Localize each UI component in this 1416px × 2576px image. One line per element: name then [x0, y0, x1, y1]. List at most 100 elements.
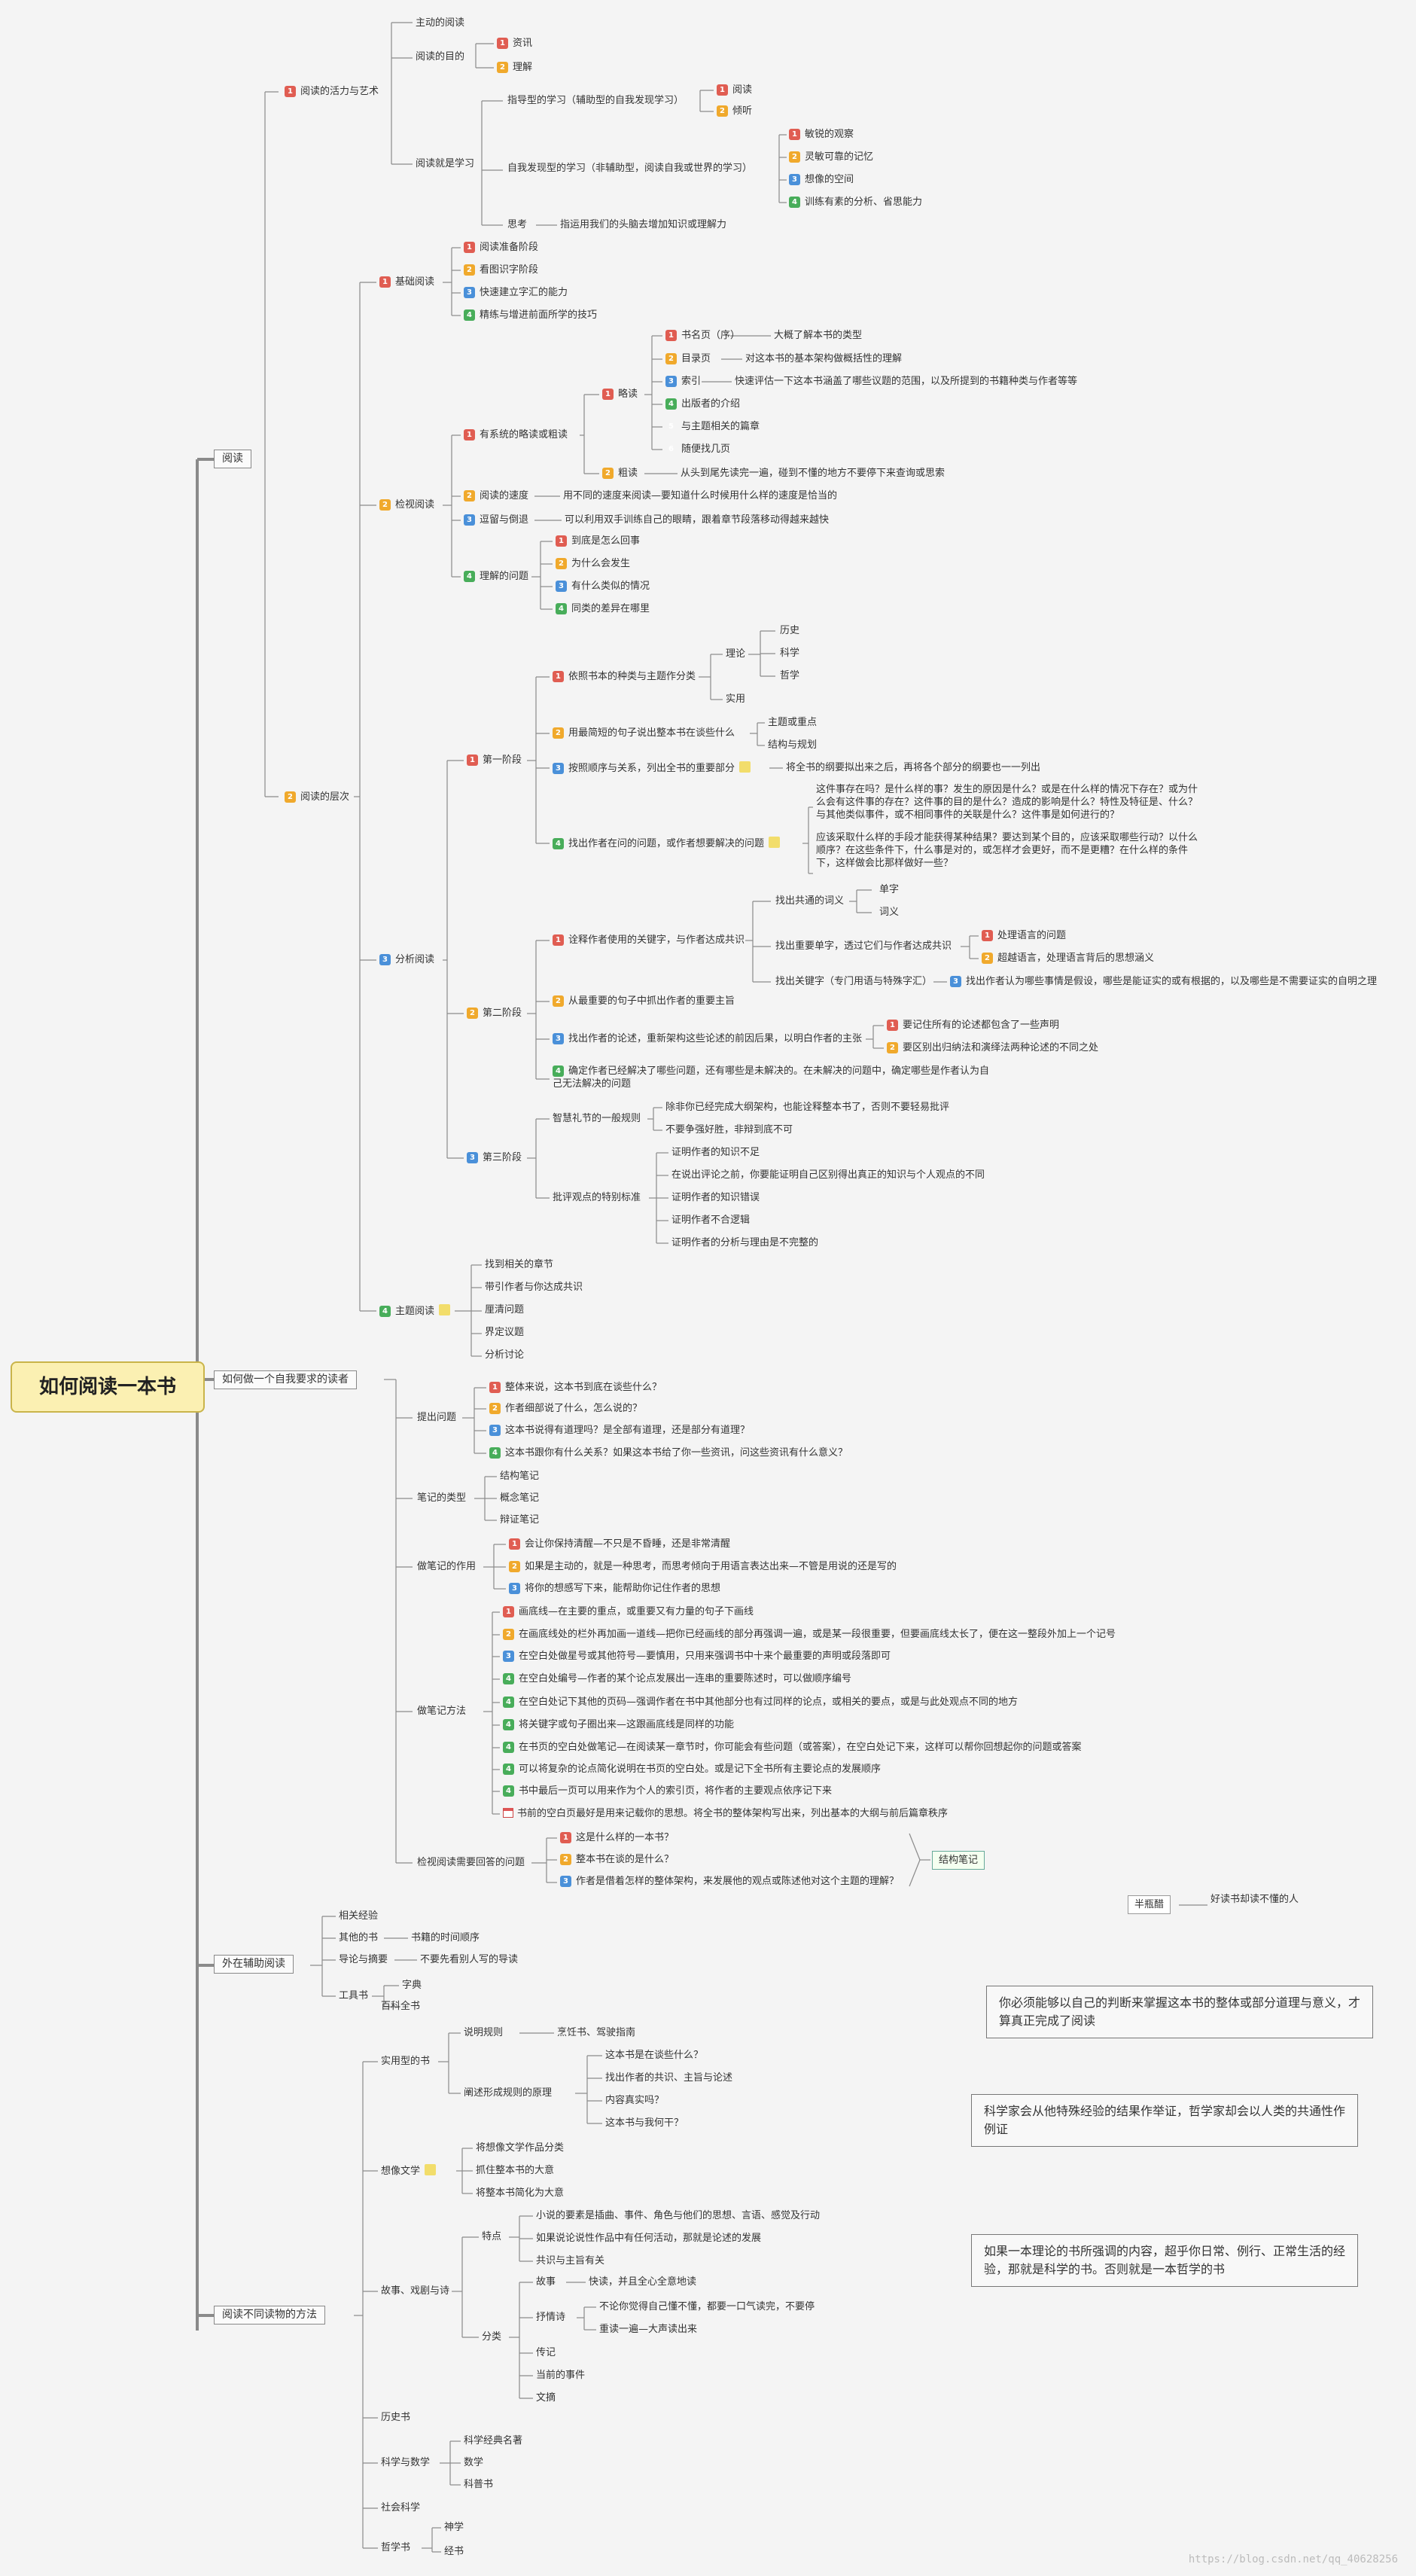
topic-node[interactable]: 科学 [780, 647, 799, 660]
topic-node[interactable]: 科学与数学 [381, 2456, 430, 2469]
topic-node[interactable]: 可以利用双手训练自己的眼睛，跟着章节段落移动得越来越快 [565, 514, 829, 526]
topic-node[interactable]: 神学 [444, 2521, 464, 2534]
topic-node[interactable]: 界定议题 [485, 1326, 524, 1339]
floating-note[interactable]: 你必须能够以自己的判断来掌握这本书的整体或部分道理与意义，才算真正完成了阅读 [986, 1986, 1373, 2038]
topic-node[interactable]: 主题或重点 [768, 716, 817, 729]
topic-node[interactable]: 导论与摘要 [339, 1953, 388, 1966]
topic-node[interactable]: 证明作者的知识不足 [671, 1146, 760, 1159]
topic-node[interactable]: 思考 [507, 218, 527, 231]
topic-node[interactable]: 阅读的目的 [416, 50, 464, 63]
topic-node[interactable]: 说明规则 [464, 2026, 503, 2039]
topic-node[interactable]: 当前的事件 [536, 2369, 585, 2382]
topic-node[interactable]: 辩证笔记 [500, 1514, 539, 1526]
topic-node[interactable]: 找出作者的共识、主旨与论述 [605, 2071, 732, 2084]
topic-node[interactable]: 用不同的速度来阅读—要知道什么时候用什么样的速度是恰当的 [563, 489, 837, 502]
topic-node[interactable]: 证明作者的分析与理由是不完整的 [671, 1236, 818, 1249]
topic-node[interactable]: 做笔记的作用 [417, 1560, 476, 1573]
topic-node[interactable]: 指运用我们的头脑去增加知识或理解力 [560, 218, 726, 231]
topic-node[interactable]: 带引作者与你达成共识 [485, 1281, 583, 1294]
topic-node[interactable]: 做笔记方法 [417, 1705, 466, 1718]
topic-node[interactable]: 分类 [482, 2331, 501, 2343]
topic-node[interactable]: 找到相关的章节 [485, 1258, 553, 1271]
floating-note[interactable]: 如果一本理论的书所强调的内容，超乎你日常、例行、正常生活的经验，那就是科学的书。… [971, 2234, 1358, 2287]
topic-node[interactable]: 阅读就是学习 [416, 157, 474, 170]
root-topic[interactable]: 如何阅读一本书 [11, 1361, 206, 1413]
topic-node[interactable]: 抒情诗 [536, 2311, 565, 2324]
topic-node[interactable]: 特点 [482, 2230, 501, 2243]
topic-node[interactable]: 自我发现型的学习（非辅助型，阅读自我或世界的学习） [507, 162, 752, 175]
branch-demanding[interactable]: 如何做一个自我要求的读者 [214, 1370, 357, 1389]
topic-node[interactable]: 找出共通的词义 [775, 895, 844, 907]
topic-node[interactable]: 如果说论说性作品中有任何活动，那就是论述的发展 [536, 2232, 761, 2245]
topic-node[interactable]: 实用型的书 [381, 2055, 430, 2068]
branch-external[interactable]: 外在辅助阅读 [214, 1955, 294, 1974]
topic-node[interactable]: 词义 [879, 906, 899, 919]
topic-node[interactable]: 快速评估一下这本书涵盖了哪些议题的范围，以及所提到的书籍种类与作者等等 [735, 375, 1077, 388]
topic-node[interactable]: 故事 [536, 2276, 556, 2288]
topic-node[interactable]: 单字 [879, 883, 899, 896]
topic-node[interactable]: 想像文学 [381, 2164, 437, 2178]
topic-node[interactable]: 将整本书简化为大意 [476, 2187, 564, 2200]
question-text[interactable]: 这件事存在吗？是什么样的事？发生的原因是什么？或是在什么样的情况下存在？或为什么… [816, 783, 1198, 822]
topic-node[interactable]: 厘清问题 [485, 1303, 524, 1316]
topic-node[interactable]: 结构笔记 [500, 1470, 539, 1483]
topic-node[interactable]: 证明作者的知识错误 [671, 1191, 760, 1204]
topic-node[interactable]: 提出问题 [417, 1411, 456, 1424]
topic-node[interactable]: 哲学书 [381, 2541, 410, 2554]
topic-node[interactable]: 在说出评论之前，你要能证明自己区别得出真正的知识与个人观点的不同 [671, 1169, 985, 1181]
topic-node[interactable]: 其他的书 [339, 1931, 378, 1944]
topic-node[interactable]: 概念笔记 [500, 1492, 539, 1504]
topic-node[interactable]: 经书 [444, 2545, 464, 2558]
topic-node[interactable]: 科普书 [464, 2478, 493, 2491]
topic-node[interactable]: 主动的阅读 [416, 17, 464, 29]
structure-note-tag[interactable]: 结构笔记 [932, 1851, 985, 1870]
question-text[interactable]: 应该采取什么样的手段才能获得某种结果？要达到某个目的，应该采取哪些行动？以什么顺… [816, 831, 1198, 870]
topic-node[interactable]: 社会科学 [381, 2501, 420, 2514]
topic-node[interactable]: 内容真实吗？ [605, 2094, 664, 2107]
topic-node[interactable]: 科学经典名著 [464, 2434, 522, 2447]
topic-node[interactable]: 哲学 [780, 669, 799, 682]
